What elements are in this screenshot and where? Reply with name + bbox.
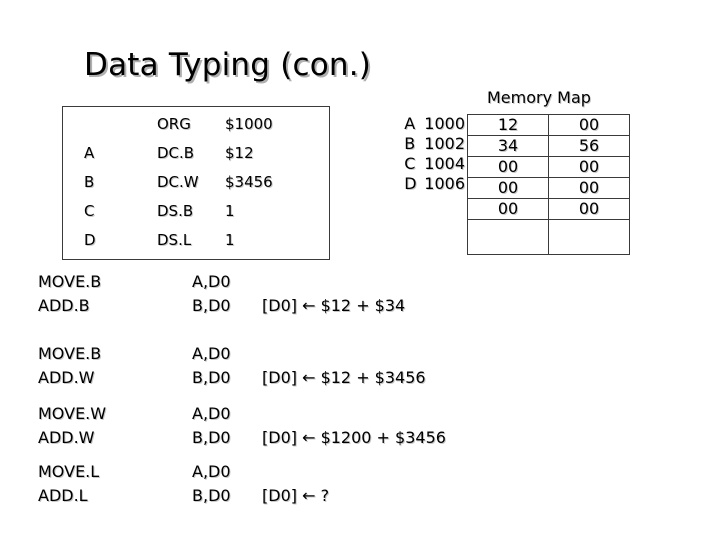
instruction-mnemonic: ADD.L [38,486,88,505]
instruction-mnemonic: MOVE.W [38,404,107,423]
instruction-block: MOVE.W A,D0 ADD.W B,D0 [D0] ← $1200 + $3… [0,404,720,452]
assembly-row: C DS.B 1 [63,202,329,231]
assembly-operand: $3456 [225,173,273,191]
memory-address-label: A 1000 [385,114,465,134]
instruction-line: MOVE.W A,D0 [0,404,720,428]
memory-cell: 34 [467,135,549,157]
instruction-line: MOVE.L A,D0 [0,462,720,486]
instruction-comment: [D0] ← ? [262,486,330,505]
assembly-operand: $12 [225,144,254,162]
assembly-mnemonic: DS.B [157,202,194,220]
memory-label-name: C [404,154,416,173]
instruction-comment: [D0] ← $12 + $3456 [262,368,426,387]
instruction-line: MOVE.B A,D0 [0,272,720,296]
memory-label-name: B [404,134,416,153]
instruction-comment: [D0] ← $12 + $34 [262,296,406,315]
memory-label-address: 1004 [424,154,465,173]
memory-cell: 00 [548,156,630,178]
assembly-operand: 1 [225,231,235,249]
memory-cell: 00 [467,177,549,199]
instruction-line: ADD.W B,D0 [D0] ← $12 + $3456 [0,368,720,392]
table-row: 12 00 [467,114,630,136]
instruction-operand: B,D0 [192,486,231,505]
instruction-operand: B,D0 [192,296,231,315]
instruction-operand: A,D0 [192,462,231,481]
memory-cell: 56 [548,135,630,157]
assembly-label: C [84,202,95,220]
memory-cell: 00 [467,198,549,220]
assembly-operand: 1 [225,202,235,220]
assembly-source-box: ORG $1000 A DC.B $12 B DC.W $3456 C DS.B… [62,106,330,260]
table-row: 00 00 [467,198,630,220]
memory-cell [467,219,549,255]
instruction-comment: [D0] ← $1200 + $3456 [262,428,446,447]
instruction-mnemonic: MOVE.L [38,462,100,481]
assembly-label: A [84,144,95,162]
instruction-block: MOVE.B A,D0 ADD.B B,D0 [D0] ← $12 + $34 [0,272,720,320]
memory-cell: 12 [467,114,549,136]
instruction-operand: A,D0 [192,344,231,363]
instruction-block: MOVE.L A,D0 ADD.L B,D0 [D0] ← ? [0,462,720,510]
assembly-row: B DC.W $3456 [63,173,329,202]
memory-label-address: 1000 [424,114,465,133]
instruction-mnemonic: ADD.W [38,368,95,387]
instruction-mnemonic: ADD.B [38,296,90,315]
memory-cell: 00 [548,114,630,136]
memory-cell [548,219,630,255]
instruction-mnemonic: MOVE.B [38,344,102,363]
instruction-line: MOVE.B A,D0 [0,344,720,368]
memory-address-label: D 1006 [385,174,465,194]
memory-cell: 00 [467,156,549,178]
memory-label-name: D [404,174,417,193]
assembly-operand: $1000 [225,115,273,133]
assembly-mnemonic: DC.B [157,144,195,162]
instruction-operand: A,D0 [192,404,231,423]
assembly-row: ORG $1000 [63,115,329,144]
memory-label-name: A [404,114,416,133]
memory-map-title: Memory Map [487,88,591,107]
page-title: Data Typing (con.) [84,47,372,83]
table-row: 00 00 [467,156,630,178]
instruction-block: MOVE.B A,D0 ADD.W B,D0 [D0] ← $12 + $345… [0,344,720,392]
memory-label-address: 1002 [424,134,465,153]
instruction-operand: B,D0 [192,428,231,447]
instruction-operand: A,D0 [192,272,231,291]
assembly-label: B [84,173,95,191]
instruction-mnemonic: MOVE.B [38,272,102,291]
instruction-mnemonic: ADD.W [38,428,95,447]
assembly-mnemonic: DS.L [157,231,192,249]
memory-label-address: 1006 [424,174,465,193]
instruction-line: ADD.L B,D0 [D0] ← ? [0,486,720,510]
memory-map-address-labels: A 1000 B 1002 C 1004 D 1006 [385,114,465,194]
memory-map-table: 12 00 34 56 00 00 00 00 00 00 [467,114,630,255]
instruction-line: ADD.B B,D0 [D0] ← $12 + $34 [0,296,720,320]
memory-address-label: B 1002 [385,134,465,154]
table-row [467,219,630,255]
memory-cell: 00 [548,177,630,199]
table-row: 00 00 [467,177,630,199]
assembly-row: A DC.B $12 [63,144,329,173]
assembly-mnemonic: ORG [157,115,191,133]
assembly-label: D [84,231,96,249]
instruction-operand: B,D0 [192,368,231,387]
memory-address-label: C 1004 [385,154,465,174]
assembly-row: D DS.L 1 [63,231,329,260]
memory-cell: 00 [548,198,630,220]
instruction-line: ADD.W B,D0 [D0] ← $1200 + $3456 [0,428,720,452]
table-row: 34 56 [467,135,630,157]
assembly-mnemonic: DC.W [157,173,199,191]
